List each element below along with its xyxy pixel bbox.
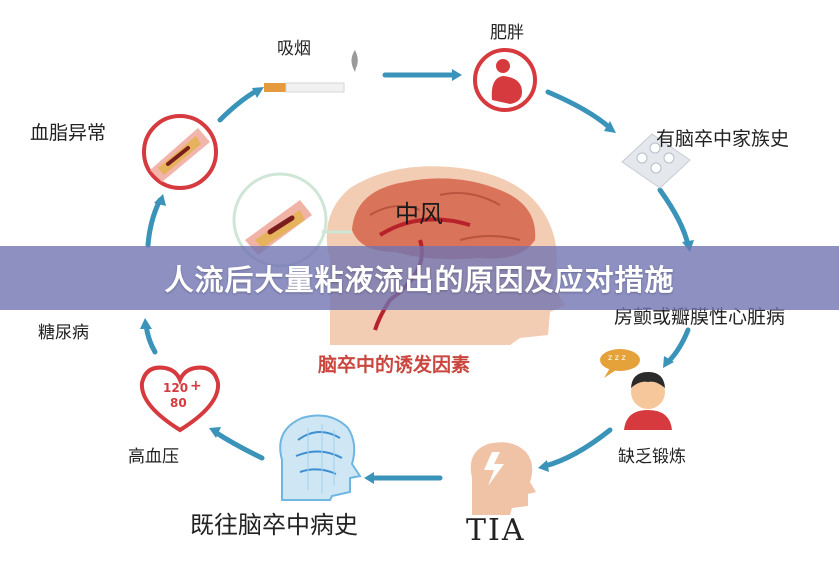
diagram-caption: 脑卒中的诱发因素 xyxy=(318,354,471,376)
arrowhead xyxy=(364,472,374,484)
arrowhead xyxy=(663,356,674,368)
ring-arc-obesity-family xyxy=(545,89,613,131)
label-dyslipidemia: 血脂异常 xyxy=(30,122,107,144)
pill-pack-icon xyxy=(621,133,691,189)
digital-head-icon xyxy=(279,414,362,501)
arrowhead xyxy=(604,121,616,133)
ring-arc-diabetes-lipid xyxy=(145,197,163,248)
bp-diastolic: 80 xyxy=(170,396,187,410)
label-diabetes: 糖尿病 xyxy=(38,323,89,343)
arrowhead xyxy=(452,69,462,81)
ring-arrowheads xyxy=(140,69,694,484)
obesity-icon xyxy=(473,48,537,112)
title-banner: 人流后大量粘液流出的原因及应对措施 xyxy=(0,246,839,310)
brain-gyri xyxy=(369,192,521,241)
label-obesity: 肥胖 xyxy=(490,23,524,43)
tia-head-icon xyxy=(470,442,536,515)
center-label: 中风 xyxy=(395,200,443,228)
label-lack-exercise: 缺乏锻炼 xyxy=(618,447,686,467)
ring-arc-lipid-smoking xyxy=(217,87,261,123)
ring-arc-exercise-tia xyxy=(542,427,613,469)
label-hypertension: 高血压 xyxy=(128,447,179,467)
ring-arc-history-bp xyxy=(212,429,265,461)
label-heart-disease: 房颤或瓣膜性心脏病 xyxy=(614,306,786,328)
label-tia: TIA xyxy=(466,513,526,548)
ring-arc-heart-exercise xyxy=(665,327,691,365)
ring-arc-bp-diabetes xyxy=(143,322,158,355)
label-stroke-history: 既往脑卒中病史 xyxy=(190,511,358,539)
label-family-history: 有脑卒中家族史 xyxy=(656,128,790,150)
label-smoking: 吸烟 xyxy=(277,39,311,59)
sedentary-person-icon xyxy=(600,349,672,430)
arrowhead xyxy=(140,318,152,329)
arrowhead xyxy=(538,460,549,472)
arrowhead xyxy=(209,427,221,438)
banner-title: 人流后大量粘液流出的原因及应对措施 xyxy=(164,263,675,297)
cigarette-icon xyxy=(264,50,358,93)
speech-bubble-dots: z z z xyxy=(608,353,626,362)
ring-arc-family-heart xyxy=(657,187,691,248)
bp-systolic: 120 xyxy=(163,381,189,395)
arrowhead xyxy=(154,194,166,206)
blood-lipid-icon xyxy=(142,114,218,190)
artery-closeup-inset xyxy=(232,172,352,268)
bp-plus: + xyxy=(190,378,202,394)
artery-clot xyxy=(267,215,295,235)
blood-pressure-heart-icon xyxy=(139,365,221,433)
arrowhead xyxy=(252,87,264,98)
